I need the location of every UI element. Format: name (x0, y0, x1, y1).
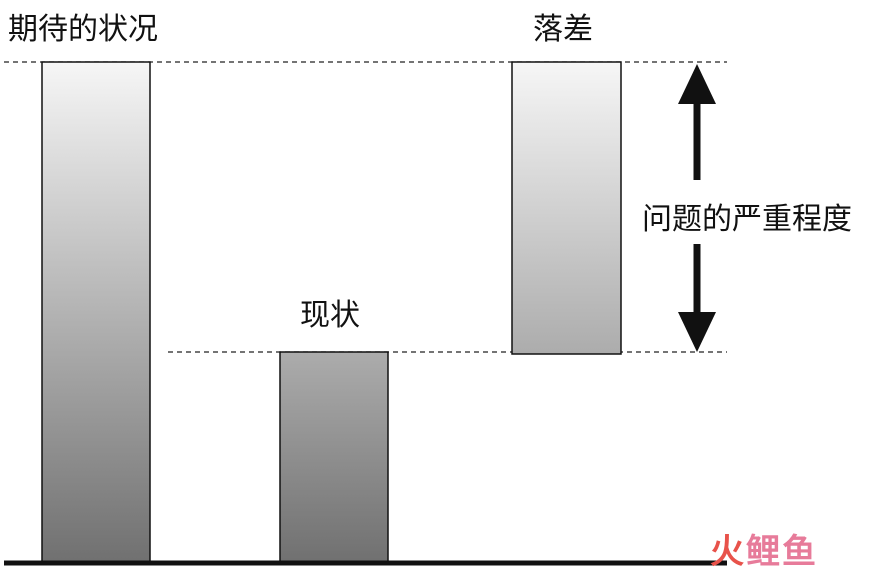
severity-label: 问题的严重程度 (640, 194, 854, 238)
expected-label: 期待的状况 (8, 12, 158, 47)
gap-bar (511, 61, 622, 355)
watermark-logo: 火鲤鱼 (710, 524, 818, 573)
current-label: 现状 (300, 298, 360, 333)
down-arrow-icon (678, 244, 716, 352)
gap-label: 落差 (533, 12, 593, 47)
up-arrow-icon (678, 64, 716, 180)
current-bar (279, 351, 389, 564)
watermark-part2: 鲤鱼 (746, 532, 818, 572)
watermark-part1: 火 (710, 532, 746, 572)
expected-bar (41, 61, 151, 564)
